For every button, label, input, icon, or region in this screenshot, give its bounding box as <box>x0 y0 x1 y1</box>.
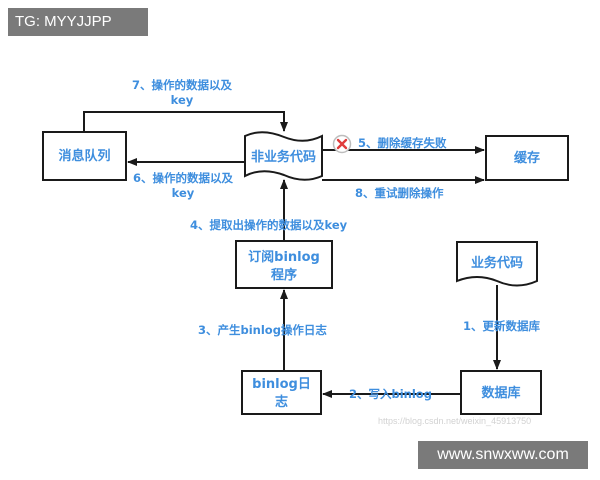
edge-6-label-line2: key <box>172 186 195 200</box>
message-queue-node: 消息队列 <box>42 131 127 181</box>
message-queue-label: 消息队列 <box>58 148 110 164</box>
database-node: 数据库 <box>460 370 542 415</box>
top-watermark-tag: TG: MYYJJPP <box>8 8 148 36</box>
bottom-watermark-tag: www.snwxww.com <box>418 441 588 469</box>
x-circle-icon <box>332 134 352 154</box>
edge-6-label-line1: 6、操作的数据以及 <box>133 171 234 185</box>
business-code-label: 业务代码 <box>471 255 523 271</box>
business-code-node: 业务代码 <box>456 241 538 287</box>
edge-8-label: 8、重试删除操作 <box>355 186 444 200</box>
binlog-log-label-line2: 志 <box>275 394 288 410</box>
edge-3-label: 3、产生binlog操作日志 <box>198 323 327 337</box>
faint-url-watermark: https://blog.csdn.net/weixin_45913750 <box>378 416 532 426</box>
edge-5-label: 5、删除缓存失败 <box>358 136 447 150</box>
non-business-code-node: 非业务代码 <box>244 131 323 181</box>
edge-2-label: 2、写入binlog <box>349 387 432 401</box>
non-business-code-label: 非业务代码 <box>251 149 316 165</box>
edge-7-label-line2: key <box>171 93 194 107</box>
subscribe-binlog-label-line1: 订阅binlog <box>248 249 320 265</box>
edge-1-label: 1、更新数据库 <box>463 319 541 333</box>
database-label: 数据库 <box>481 385 520 401</box>
cache-label: 缓存 <box>514 150 540 166</box>
binlog-log-node: binlog日 志 <box>241 370 322 415</box>
subscribe-binlog-node: 订阅binlog 程序 <box>235 240 333 289</box>
edge-7-label-line1: 7、操作的数据以及 <box>132 78 233 92</box>
edge-4-label: 4、提取出操作的数据以及key <box>190 218 348 232</box>
cache-node: 缓存 <box>485 135 569 181</box>
edge-7-arrow <box>83 111 288 132</box>
binlog-log-label-line1: binlog日 <box>252 377 311 392</box>
subscribe-binlog-label-line2: 程序 <box>271 267 297 283</box>
